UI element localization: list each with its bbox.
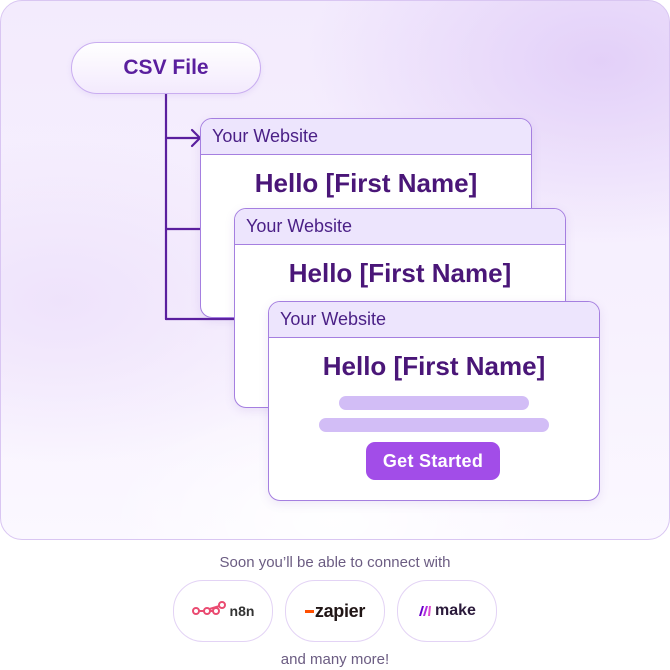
csv-file-label: CSV File xyxy=(123,56,209,79)
text-placeholder-line xyxy=(339,396,529,410)
make-label: make xyxy=(435,602,476,619)
csv-file-pill: CSV File xyxy=(71,42,261,94)
website-title: Your Website xyxy=(280,309,387,329)
personalized-headline: Hello [First Name] xyxy=(254,168,478,198)
personalized-headline: Hello [First Name] xyxy=(288,258,512,288)
integrations-intro: Soon you’ll be able to connect with xyxy=(219,554,451,571)
website-card-3: Your Website Hello [First Name] Get Star… xyxy=(268,301,600,501)
integration-chip-zapier[interactable]: zapier xyxy=(285,580,385,642)
make-logo-icon xyxy=(419,606,432,616)
website-card-header: Your Website xyxy=(269,302,599,338)
n8n-logo-icon xyxy=(191,601,226,615)
website-title: Your Website xyxy=(246,216,353,236)
integration-chip-make[interactable]: make xyxy=(397,580,497,642)
zapier-logo-icon xyxy=(304,609,314,613)
website-card-header: Your Website xyxy=(201,119,531,155)
zapier-label: zapier xyxy=(314,600,366,621)
website-card-header: Your Website xyxy=(235,209,565,245)
integrations-outro: and many more! xyxy=(280,651,390,668)
illustration-panel: CSV File Your Website Hello [First Name]… xyxy=(0,0,670,540)
personalized-headline: Hello [First Name] xyxy=(322,351,546,381)
n8n-label: n8n xyxy=(229,603,255,619)
website-title: Your Website xyxy=(212,126,319,146)
text-placeholder-line xyxy=(319,418,549,432)
get-started-button[interactable]: Get Started xyxy=(366,442,500,480)
integration-chip-n8n[interactable]: n8n xyxy=(173,580,273,642)
